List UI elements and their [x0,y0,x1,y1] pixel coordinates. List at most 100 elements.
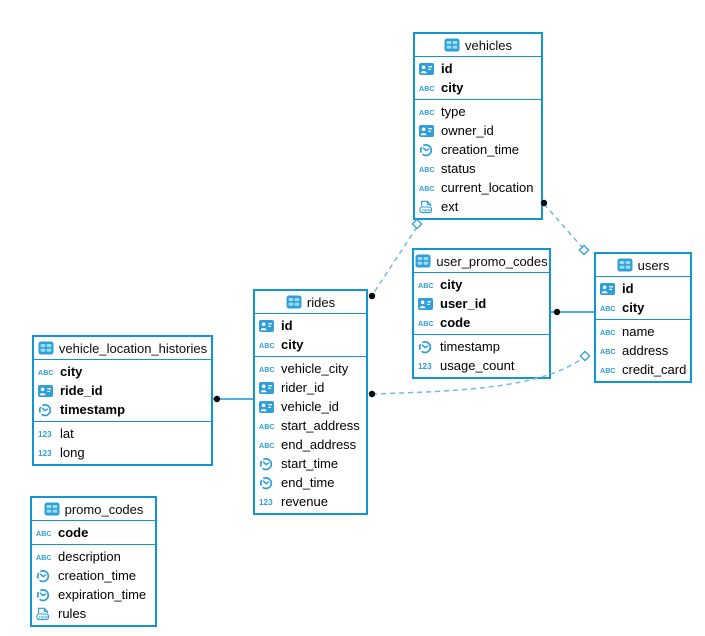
column-name: city [60,364,83,379]
column-name: user_id [440,296,487,311]
column-name: credit_card [622,362,687,377]
table-icon [444,38,460,52]
column-name: rules [58,606,87,621]
column-row-timestamp[interactable]: timestamp [34,400,211,419]
svg-text:ABC: ABC [419,165,435,174]
column-row-revenue[interactable]: 123 revenue [255,492,366,511]
column-row-id[interactable]: id [255,316,366,335]
table-header[interactable]: users [596,254,690,277]
table-name: users [637,257,670,273]
table-name: vehicles [465,37,512,53]
text-type-icon: ABC [36,528,55,538]
text-type-icon: ABC [259,421,278,431]
column-name: rider_id [281,380,325,395]
table-header[interactable]: vehicle_location_histories [34,337,211,360]
column-name: id [441,61,453,76]
svg-text:ABC: ABC [600,304,616,313]
column-row-start_time[interactable]: start_time [255,454,366,473]
column-name: timestamp [440,339,500,354]
table-header[interactable]: promo_codes [32,498,155,521]
relation-vehicles-users[interactable] [540,199,590,256]
text-type-icon: ABC [419,164,438,174]
column-name: revenue [281,494,328,509]
column-row-vehicle_id[interactable]: vehicle_id [255,397,366,416]
column-name: start_time [281,456,339,471]
column-name: timestamp [60,402,126,417]
relation-child-dot [213,395,221,403]
column-row-expiration_time[interactable]: expiration_time [32,585,155,604]
column-name: ride_id [60,383,103,398]
table-icon [617,258,633,272]
column-row-ride_id[interactable]: ride_id [34,381,211,400]
svg-text:123: 123 [38,430,52,439]
text-type-icon: ABC [600,346,619,356]
uuid-type-icon [259,381,278,394]
column-row-id[interactable]: id [596,279,690,298]
time-type-icon [418,340,437,354]
text-type-icon: ABC [418,318,437,328]
column-name: creation_time [441,142,520,157]
svg-text:ABC: ABC [259,441,275,450]
column-row-credit_card[interactable]: ABC credit_card [596,360,690,379]
table-name: rides [306,294,336,310]
relation-child-dot [553,308,561,316]
column-row-rider_id[interactable]: rider_id [255,378,366,397]
svg-text:ABC: ABC [600,366,616,375]
table-icon [38,341,54,355]
number-type-icon: 123 [259,496,278,507]
table-header[interactable]: user_promo_codes [414,250,549,273]
svg-text:ABC: ABC [36,553,52,562]
svg-text:JSON: JSON [421,207,432,212]
column-row-end_time[interactable]: end_time [255,473,366,492]
column-row-creation_time[interactable]: creation_time [415,140,541,159]
svg-text:ABC: ABC [419,108,435,117]
text-type-icon: ABC [259,364,278,374]
json-type-icon: JSON [419,200,438,214]
column-name: name [622,324,655,339]
column-row-user_id[interactable]: user_id [414,294,549,313]
text-type-icon: ABC [419,183,438,193]
uuid-type-icon [38,384,57,397]
column-row-timestamp[interactable]: timestamp [414,337,549,356]
column-row-id[interactable]: id [415,59,541,78]
column-name: vehicle_id [281,399,339,414]
column-row-owner_id[interactable]: owner_id [415,121,541,140]
column-row-creation_time[interactable]: creation_time [32,566,155,585]
uuid-type-icon [259,400,278,413]
time-type-icon [259,476,278,490]
table-header[interactable]: vehicles [415,34,541,57]
relation-user_promo_codes-users[interactable] [551,308,595,316]
svg-text:123: 123 [259,498,273,507]
relation-vehicle_location_histories-rides[interactable] [213,395,254,403]
table-header[interactable]: rides [255,291,366,314]
